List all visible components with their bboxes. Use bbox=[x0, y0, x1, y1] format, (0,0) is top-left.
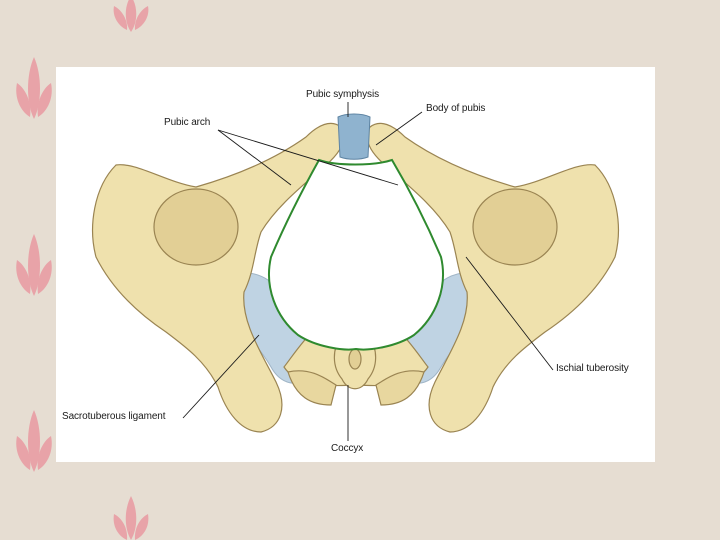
label-body-of-pubis: Body of pubis bbox=[426, 103, 486, 114]
leaf-ornament-top bbox=[110, 0, 152, 34]
leaf-ornament-bottom bbox=[110, 496, 152, 540]
pelvis-illustration: Pubic symphysis Body of pubis Pubic arch… bbox=[56, 67, 655, 462]
leader-lines bbox=[182, 102, 554, 441]
pubic-symphysis-cartilage bbox=[337, 113, 371, 160]
label-sacrotuberous-ligament: Sacrotuberous ligament bbox=[62, 411, 166, 422]
leaf-ornament-left-1 bbox=[12, 55, 56, 121]
leaf-ornament-left-2 bbox=[12, 232, 56, 298]
pelvic-outlet-drawing bbox=[92, 102, 619, 441]
right-hip-bone bbox=[366, 122, 619, 433]
label-coccyx: Coccyx bbox=[331, 443, 364, 454]
label-ischial-tuberosity: Ischial tuberosity bbox=[556, 363, 629, 374]
pelvic-outlet-outline bbox=[268, 158, 444, 351]
leaf-ornament-left-3 bbox=[12, 408, 56, 474]
left-hip-bone bbox=[92, 122, 345, 433]
label-pubic-arch: Pubic arch bbox=[164, 117, 211, 128]
label-pubic-symphysis: Pubic symphysis bbox=[306, 89, 379, 100]
